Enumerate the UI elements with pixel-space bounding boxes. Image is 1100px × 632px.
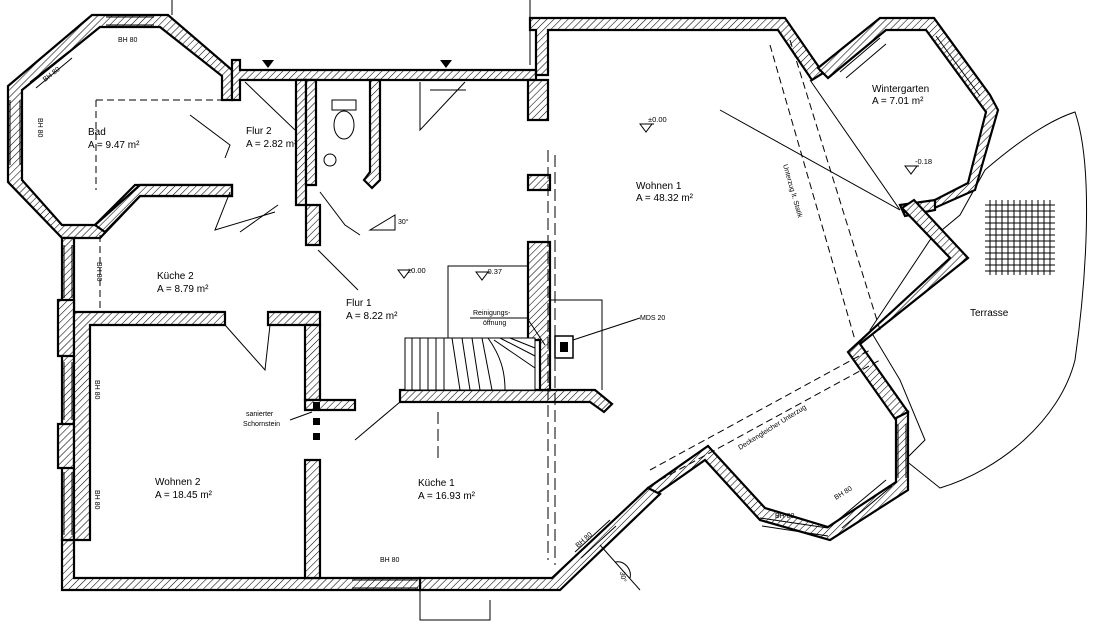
room-bad-area: A = 9.47 m² (88, 140, 140, 151)
wall-flur1-east-mid (526, 173, 552, 192)
wall-west-pier-1 (56, 298, 76, 358)
wall-top-north (230, 58, 538, 102)
level-markers (397, 123, 919, 281)
window-label-bad-west: BH 80 (36, 118, 43, 138)
annotation-unterzug-statik: Unterzug lt. Statik (781, 164, 803, 220)
wc-fixtures (323, 99, 357, 167)
wall-wintergarten (816, 16, 1000, 212)
staircase (404, 265, 536, 391)
room-bad-name: Bad (88, 127, 106, 138)
window-label-wohnen2-south: BH 80 (93, 490, 100, 510)
wall-south (60, 538, 422, 592)
roof-edge-top (171, 0, 531, 65)
annotation-reinigung-leader (470, 317, 546, 346)
room-wohnen2-area: A = 18.45 m² (155, 490, 213, 501)
annotation-schornstein-1: sanierter (246, 411, 274, 418)
room-kueche2-name: Küche 2 (157, 271, 194, 282)
windows (9, 16, 987, 589)
annotation-deckengleicher: Deckengleicher Unterzug (737, 404, 807, 452)
level-wohnen1: ±0.00 (648, 115, 667, 124)
room-wintergarten-name: Wintergarten (872, 84, 929, 95)
terrace-paving (985, 200, 1055, 275)
room-wohnen1-area: A = 48.32 m² (636, 193, 694, 204)
entry-marker-2 (440, 60, 452, 68)
room-flur2-name: Flur 2 (246, 126, 272, 137)
window-label-bad-north: BH 80 (118, 37, 138, 44)
window-label-wohnen2-north: BH 80 (93, 380, 100, 400)
doors (189, 81, 466, 441)
wall-east-diagonal (846, 198, 970, 422)
annotation-angle-stair: 30° (398, 218, 409, 226)
mds-chimney (550, 299, 641, 390)
beams-dashed (95, 39, 901, 565)
wall-wc-west (304, 78, 318, 187)
room-flur2-area: A = 2.82 m² (246, 139, 298, 150)
angle-mark-corner (599, 544, 641, 591)
room-wintergarten-area: A = 7.01 m² (872, 96, 924, 107)
room-kueche2-area: A = 8.79 m² (157, 284, 209, 295)
room-terrasse-name: Terrasse (970, 308, 1009, 319)
window-label-kueche1: BH 80 (380, 557, 400, 564)
wall-flur1-south (398, 388, 614, 414)
entry-marker-1 (262, 60, 274, 68)
wall-chimney-column (303, 458, 322, 580)
wall-wohnen1-north (528, 16, 825, 82)
wall-wohnen2-east (303, 323, 322, 402)
annotation-schornstein-2: Schornstein (243, 421, 280, 428)
level-stair: -0.37 (485, 267, 502, 276)
wall-kueche2-north (93, 183, 234, 234)
annotation-reinigung-1: Reinigungs- (473, 310, 511, 317)
level-flur1: ±0.00 (407, 266, 426, 275)
wall-flur1-east-top (526, 78, 550, 122)
wall-flur2-east (294, 78, 308, 207)
room-kueche1-area: A = 16.93 m² (418, 491, 476, 502)
schornstein-squares (289, 402, 320, 440)
level-wintergarten: -0.18 (915, 157, 932, 166)
entrance-step (419, 590, 491, 621)
room-kueche1-name: Küche 1 (418, 478, 455, 489)
terrace-outline (869, 111, 1088, 489)
window-label-kueche2: BH 80 (95, 262, 102, 282)
window-label-bay-south: BH 80 (775, 513, 795, 520)
room-wohnen2-name: Wohnen 2 (155, 477, 201, 488)
wall-flur1-stub (304, 203, 322, 247)
wall-west-pier-2 (56, 422, 76, 470)
room-flur1-name: Flur 1 (346, 298, 372, 309)
angle-mark-stair (368, 214, 396, 231)
wall-chimney-stub (303, 398, 357, 412)
annotation-angle-corner: 30° (618, 571, 628, 583)
wall-kueche2-south (72, 310, 227, 542)
room-flur1-area: A = 8.22 m² (346, 311, 398, 322)
wall-wc-east (362, 78, 382, 190)
room-wohnen1-name: Wohnen 1 (636, 181, 682, 192)
wall-wohnen2-north (266, 310, 322, 327)
annotation-mds: MDS 20 (640, 315, 665, 322)
window-label-bay-southeast: BH 80 (833, 485, 853, 501)
annotation-reinigung-2: öffnung (483, 320, 506, 327)
